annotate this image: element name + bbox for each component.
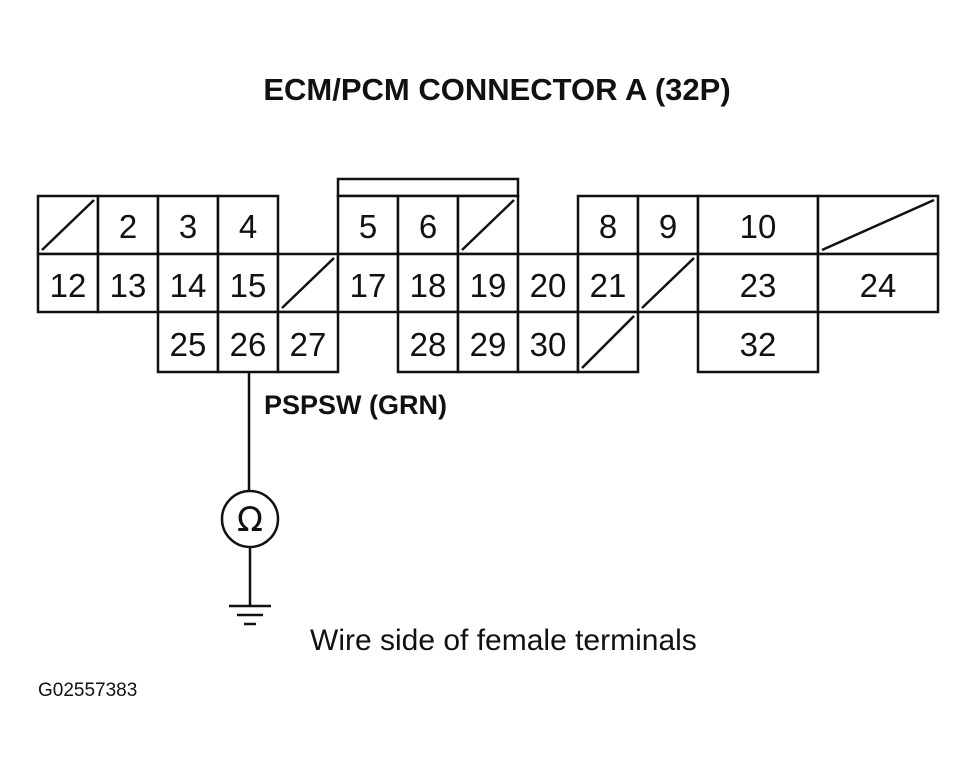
ohm-symbol: Ω [237, 500, 263, 540]
pin-label: 6 [419, 208, 437, 245]
pin-label: 18 [410, 267, 447, 304]
pin-label: 24 [860, 267, 897, 304]
pin-cell [516, 310, 580, 374]
pin-label: 12 [50, 267, 87, 304]
pin-label: 27 [290, 326, 327, 363]
wire-label: PSPSW (GRN) [264, 390, 447, 420]
pin-cell [456, 310, 520, 374]
connector-row-3: 25 26 27 28 29 30 32 [156, 310, 820, 374]
pin-cell [396, 310, 460, 374]
cavity-empty-slash [821, 198, 935, 252]
pin-label: 29 [470, 326, 507, 363]
pin-label: 14 [170, 267, 207, 304]
diagram-title: ECM/PCM CONNECTOR A (32P) [263, 72, 730, 107]
pin-label: 15 [230, 267, 267, 304]
pin-label: 10 [740, 208, 777, 245]
pin-label: 23 [740, 267, 777, 304]
pin-cell [456, 252, 520, 314]
pin-cell [396, 252, 460, 314]
connector-a-32p: 2 3 4 5 6 8 9 10 12 13 [36, 177, 940, 374]
pin-label: 3 [179, 208, 197, 245]
pin-cell [156, 252, 220, 314]
cavity-empty-slash [641, 257, 695, 309]
cavity-empty-slash [281, 257, 335, 309]
cavity-empty-slash [461, 199, 515, 251]
connector-row-2: 12 13 14 15 17 18 19 20 21 23 24 [36, 252, 940, 314]
figure-code: G02557383 [38, 680, 137, 701]
pin-label: 17 [350, 267, 387, 304]
pin-label: 2 [119, 208, 137, 245]
pin-cell [696, 310, 820, 374]
pin-cell [96, 194, 160, 256]
pin-label: 20 [530, 267, 567, 304]
pin-label: 28 [410, 326, 447, 363]
pin-label: 19 [470, 267, 507, 304]
pin-label: 30 [530, 326, 567, 363]
ohmmeter-icon: Ω [220, 489, 280, 549]
pin-label: 9 [659, 208, 677, 245]
ground-icon [229, 604, 271, 626]
connector-row-1: 2 3 4 5 6 8 9 10 [36, 194, 940, 256]
pin-label: 32 [740, 326, 777, 363]
pin-cell [276, 310, 340, 374]
pin-label-probed: 26 [230, 326, 267, 363]
footnote-wire-side: Wire side of female terminals [310, 624, 697, 657]
pin-cell [816, 252, 940, 314]
pin-cell [36, 252, 100, 314]
connector-lock-tab [336, 177, 520, 198]
pin-label: 13 [110, 267, 147, 304]
pin-label: 8 [599, 208, 617, 245]
pin-cell-probed [216, 310, 280, 374]
cavity-empty-slash [41, 199, 95, 251]
pin-cell [216, 252, 280, 314]
pin-label: 21 [590, 267, 627, 304]
cavity-empty-slash [581, 315, 635, 369]
pin-label: 5 [359, 208, 377, 245]
pin-cell [96, 252, 160, 314]
pin-label: 25 [170, 326, 207, 363]
pin-label: 4 [239, 208, 257, 245]
